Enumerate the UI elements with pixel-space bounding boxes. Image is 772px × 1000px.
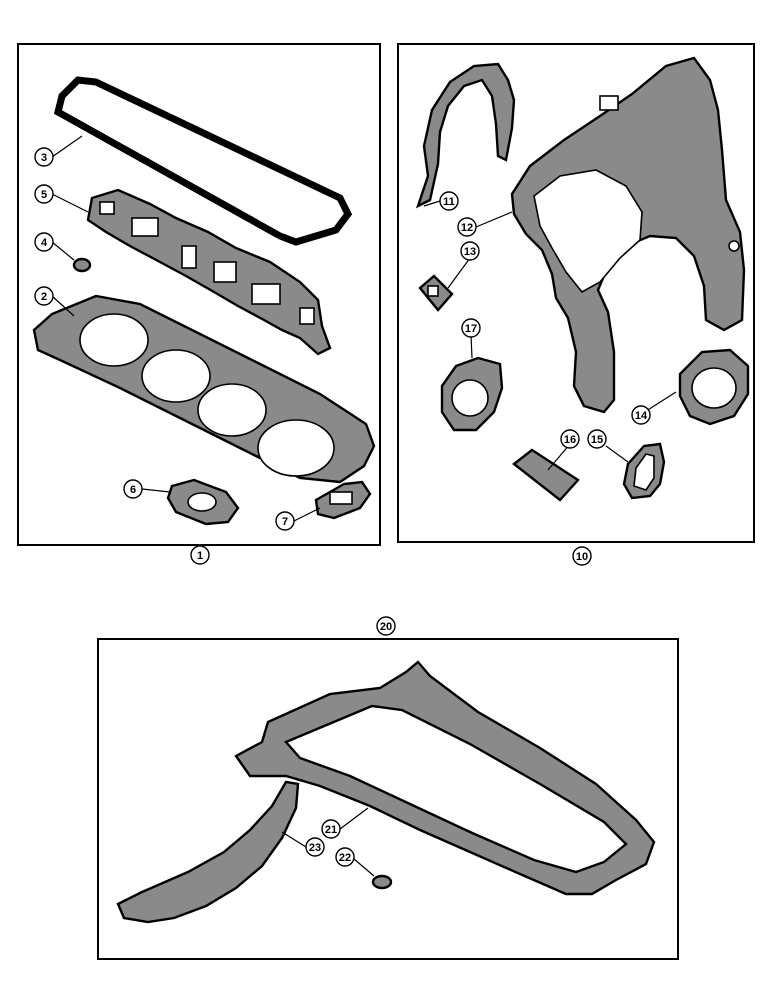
callout-17: 17: [461, 318, 481, 338]
rocker-cover-gasket: [53, 76, 353, 246]
callout-16: 16: [560, 429, 580, 449]
kit-20-frame: [97, 638, 679, 960]
cover-plate-gasket: [512, 448, 580, 502]
callout-15-label: 15: [591, 434, 603, 446]
kit-20-label: 20: [376, 616, 396, 636]
kit-10-frame: [397, 43, 755, 543]
timing-cover-gasket: [415, 62, 516, 209]
callout-7: 7: [275, 511, 295, 531]
callout-4: 4: [34, 232, 54, 252]
callout-3: 3: [34, 147, 54, 167]
callouts-kit-1: [51, 135, 321, 522]
small-square-gasket: [418, 274, 454, 312]
callout-6-label: 6: [130, 484, 136, 496]
callout-14: 14: [631, 405, 651, 425]
callout-23: 23: [305, 837, 325, 857]
callout-3-label: 3: [41, 152, 47, 164]
kit-1-frame: [17, 43, 381, 546]
kit-10-panel: 11 12 13 17 14 16 15 10: [397, 43, 755, 566]
callout-11: 11: [439, 191, 459, 211]
grommet: [72, 257, 92, 273]
callout-13-label: 13: [464, 246, 476, 258]
kit-20-label-text: 20: [380, 621, 392, 633]
end-seal-strip: [116, 780, 300, 924]
callout-12: 12: [457, 217, 477, 237]
kit-1-label: 1: [190, 545, 210, 565]
callout-17-label: 17: [465, 323, 477, 335]
callout-14-label: 14: [635, 410, 648, 422]
callout-5-label: 5: [41, 189, 47, 201]
flange-gasket: [166, 478, 240, 526]
cylinder-head-gasket: [32, 294, 376, 484]
callout-11-label: 11: [443, 196, 455, 208]
callouts-kit-20: [281, 807, 375, 877]
seal-grommet: [371, 874, 393, 890]
callout-12-label: 12: [461, 222, 473, 234]
manifold-gasket: [86, 188, 332, 356]
callout-2-label: 2: [41, 291, 47, 303]
kit-10-label: 10: [572, 546, 592, 566]
callout-22-label: 22: [339, 852, 351, 864]
kit-10-label-text: 10: [576, 551, 588, 563]
callout-13: 13: [460, 241, 480, 261]
oil-pan-gasket: [234, 660, 656, 896]
callout-2: 2: [34, 286, 54, 306]
callout-22: 22: [335, 847, 355, 867]
callout-6: 6: [123, 479, 143, 499]
pump-gasket: [440, 356, 504, 432]
callout-5: 5: [34, 184, 54, 204]
kit-1-label-text: 1: [197, 550, 203, 562]
ring-gasket: [678, 348, 750, 426]
callout-15: 15: [587, 429, 607, 449]
callout-23-label: 23: [309, 842, 321, 854]
kit-20-panel: 20 21 22 23: [97, 616, 679, 960]
callout-21: 21: [321, 819, 341, 839]
callout-7-label: 7: [282, 516, 288, 528]
outlet-gasket: [314, 480, 372, 520]
housing-gasket: [622, 442, 666, 500]
callout-16-label: 16: [564, 434, 576, 446]
front-plate-gasket: [510, 56, 746, 414]
callout-21-label: 21: [325, 824, 337, 836]
kit-1-panel: 3 5 4 2 6 7 1: [17, 43, 381, 565]
callout-4-label: 4: [41, 237, 48, 249]
